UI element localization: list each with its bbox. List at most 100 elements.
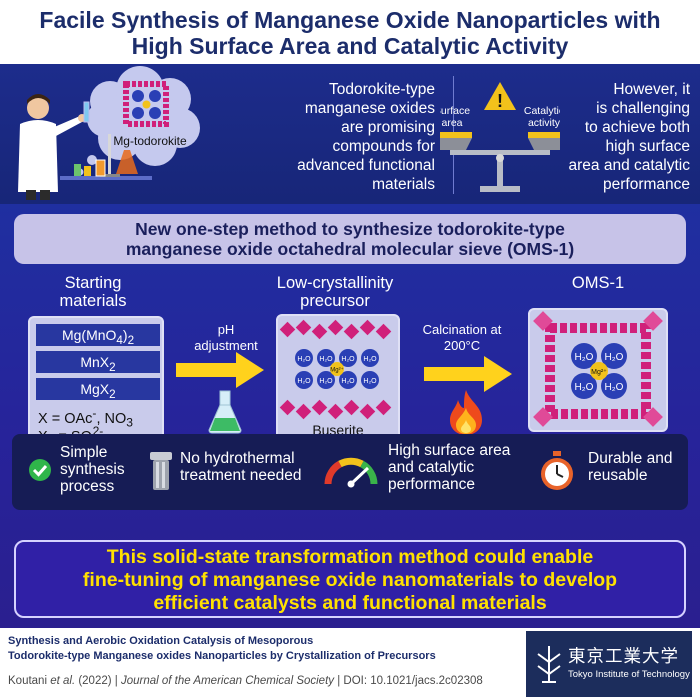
- logo-japanese: 東京工業大学: [568, 647, 679, 667]
- stage-label-line: Low-crystallinity: [276, 274, 394, 292]
- stage-label-line: Starting: [64, 274, 122, 292]
- citation-authors: Koutani: [8, 675, 51, 687]
- conclusion-box: This solid-state transformation method c…: [14, 540, 686, 618]
- note-sup: 2-: [92, 424, 104, 438]
- water-label: H₂O: [575, 382, 594, 393]
- water-label: H₂O: [605, 382, 624, 393]
- intro-band: Mg-todorokite: [0, 64, 700, 204]
- note-text: X = OAc: [38, 410, 93, 427]
- water-label: H₂O: [363, 378, 377, 385]
- feature-line: and catalytic: [388, 459, 475, 476]
- formula: MgX: [80, 381, 110, 397]
- feature-line: High surface area: [388, 442, 511, 459]
- formula-sub: 2: [109, 360, 116, 374]
- water-label: H₂O: [319, 356, 333, 363]
- features-panel: Simple synthesis process No hydrothermal…: [12, 434, 688, 510]
- stopwatch-icon: [541, 451, 573, 490]
- water-label: H₂O: [297, 378, 311, 385]
- feature-line: performance: [388, 476, 476, 493]
- step-line: pH: [217, 322, 235, 337]
- step-line: adjustment: [194, 338, 258, 353]
- page-title: Facile Synthesis of Manganese Oxide Nano…: [0, 0, 700, 59]
- step-line: Calcination at: [422, 322, 502, 337]
- precursor-panel: H₂O H₂O H₂O H₂O H₂O H₂O H₂O H₂O Mg²⁺ Bus…: [276, 314, 400, 442]
- formula: MnX: [80, 354, 110, 370]
- formula-sub: 2: [109, 387, 116, 401]
- note-sub: 3: [126, 415, 133, 430]
- gauge-icon: [324, 457, 378, 488]
- feature-line: synthesis: [60, 461, 125, 478]
- starting-materials-panel: Mg(MnO4)2 MnX2 MgX2 X = OAc-, NO3 X2 = S…: [28, 316, 164, 448]
- paper-title-line: Synthesis and Aerobic Oxidation Catalysi…: [8, 635, 314, 647]
- citation-year: (2022) |: [75, 675, 121, 687]
- formula-sub: 4: [116, 333, 123, 347]
- precursor-label: Low-crystallinity precursor: [270, 274, 400, 310]
- feature-line: process: [60, 478, 115, 495]
- water-label: H₂O: [319, 378, 333, 385]
- method-banner-line: manganese oxide octahedral molecular sie…: [125, 239, 575, 259]
- formula-sub: 2: [127, 333, 135, 347]
- flask-icon: [208, 390, 242, 434]
- oms1-panel: H₂O H₂O H₂O H₂O Mg²⁺: [528, 308, 668, 432]
- autoclave-icon: [150, 452, 172, 490]
- lab-equipment-icon: [60, 134, 152, 180]
- intro-right-line: However, it: [613, 81, 690, 98]
- anion-note: X = OAc-, NO3: [38, 405, 133, 431]
- catalytic-activity-label: Catalytic: [524, 105, 560, 117]
- intro-right-line: to achieve both: [584, 119, 690, 136]
- intro-right-line: high surface: [605, 138, 690, 155]
- feature-line: Simple: [60, 444, 108, 461]
- intro-left-line: are promising: [341, 119, 435, 136]
- intro-left-line: advanced functional: [297, 157, 435, 174]
- conclusion-line: efficient catalysts and functional mater…: [153, 592, 547, 614]
- arrow-right-icon: [176, 352, 264, 388]
- mg-ion-label: Mg²⁺: [591, 369, 607, 376]
- stage-label-line: precursor: [300, 292, 370, 310]
- feature-durable: Durable and reusable: [588, 450, 684, 484]
- ph-adjustment-label: pH adjustment: [186, 322, 266, 354]
- feature-line: treatment needed: [180, 467, 302, 484]
- university-logo: 東京工業大学 Tokyo Institute of Technology: [526, 631, 692, 697]
- check-icon: [29, 459, 51, 481]
- citation-doi: | DOI: 10.1021/jacs.2c02308: [334, 675, 483, 687]
- method-banner-line: New one-step method to synthesize todoro…: [135, 219, 565, 239]
- intro-left-line: materials: [372, 176, 435, 193]
- intro-left-line: manganese oxides: [304, 100, 435, 117]
- note-text: , NO: [96, 410, 127, 427]
- warning-icon: !: [497, 91, 503, 111]
- intro-illustration: Mg-todorokite: [18, 66, 200, 200]
- water-label: H₂O: [341, 356, 355, 363]
- feature-high-surface-area: High surface area and catalytic performa…: [388, 442, 538, 493]
- starting-materials-label: Starting materials: [28, 274, 158, 310]
- conclusion-line: fine-tuning of manganese oxide nanomater…: [82, 569, 618, 591]
- feature-line: reusable: [588, 467, 648, 484]
- calcination-label: Calcination at 200°C: [414, 322, 510, 354]
- scientist-icon: [18, 94, 90, 200]
- method-section: New one-step method to synthesize todoro…: [0, 204, 700, 628]
- paper-title: Synthesis and Aerobic Oxidation Catalysi…: [8, 634, 508, 664]
- flame-icon: [450, 390, 482, 435]
- title-line-1: Facile Synthesis of Manganese Oxide Nano…: [39, 7, 661, 33]
- catalytic-activity-label: activity: [528, 117, 560, 129]
- intro-right-line: area and catalytic: [568, 157, 691, 174]
- citation-journal: Journal of the American Chemical Society: [120, 675, 335, 687]
- buserite-structure-icon: H₂O H₂O H₂O H₂O H₂O H₂O H₂O H₂O Mg²⁺: [279, 319, 392, 420]
- todorokite-structure-icon: [123, 81, 169, 127]
- formula: ): [122, 327, 128, 343]
- material-item: MnX2: [36, 351, 160, 374]
- intro-left-line: compounds for: [332, 138, 435, 155]
- surface-area-label: Surface: [440, 105, 470, 117]
- intro-text-right: However, it is challenging to achieve bo…: [560, 80, 691, 194]
- cloud-label: Mg-todorokite: [113, 134, 187, 148]
- water-label: H₂O: [297, 356, 311, 363]
- method-banner: New one-step method to synthesize todoro…: [14, 214, 686, 264]
- university-emblem-icon: [537, 646, 561, 683]
- water-label: H₂O: [605, 352, 624, 363]
- paper-title-line: Todorokite-type Manganese oxides Nanopar…: [8, 650, 436, 662]
- material-item: MgX2: [36, 378, 160, 401]
- stage-label-line: materials: [59, 292, 127, 310]
- feature-line: No hydrothermal: [180, 450, 295, 467]
- feature-line: Durable and: [588, 450, 673, 467]
- logo-english: Tokyo Institute of Technology: [568, 669, 690, 680]
